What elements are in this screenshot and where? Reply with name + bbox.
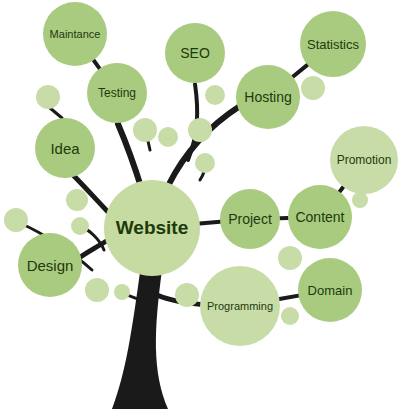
topic-label: Project	[228, 211, 272, 227]
topic-label: Website	[116, 217, 189, 239]
branch-connector	[279, 296, 298, 299]
branch-connector	[293, 65, 308, 77]
topic-label: Statistics	[307, 37, 359, 52]
topic-circle: Domain	[298, 258, 362, 322]
branch-connector	[94, 60, 100, 68]
branch-connector	[200, 222, 220, 224]
topic-label: SEO	[180, 45, 210, 61]
topic-circle: Promotion	[330, 126, 398, 194]
topic-circle: Project	[220, 189, 280, 249]
topic-circle: SEO	[165, 23, 225, 83]
topic-label: Programming	[207, 300, 273, 312]
topic-label: Hosting	[244, 89, 291, 105]
topic-label: Design	[27, 257, 74, 274]
topic-circle: Website	[104, 180, 200, 276]
topic-circle: Hosting	[236, 65, 300, 129]
topic-circle: Design	[18, 233, 82, 297]
topic-label: Content	[295, 209, 344, 225]
topic-label: Promotion	[337, 153, 392, 167]
branch-connector	[340, 187, 344, 192]
topic-circle: Content	[288, 185, 352, 249]
branch-connector	[280, 216, 288, 220]
topic-label: Domain	[308, 283, 353, 298]
topic-circle: Maintance	[43, 2, 107, 66]
topic-label: Maintance	[50, 28, 101, 40]
topic-circle: Idea	[35, 118, 95, 178]
topic-label: Idea	[50, 140, 79, 157]
topic-circle: Programming	[200, 266, 280, 346]
topic-label: Testing	[98, 86, 136, 100]
topic-circle: Statistics	[300, 11, 366, 77]
topic-circle: Testing	[87, 63, 147, 123]
